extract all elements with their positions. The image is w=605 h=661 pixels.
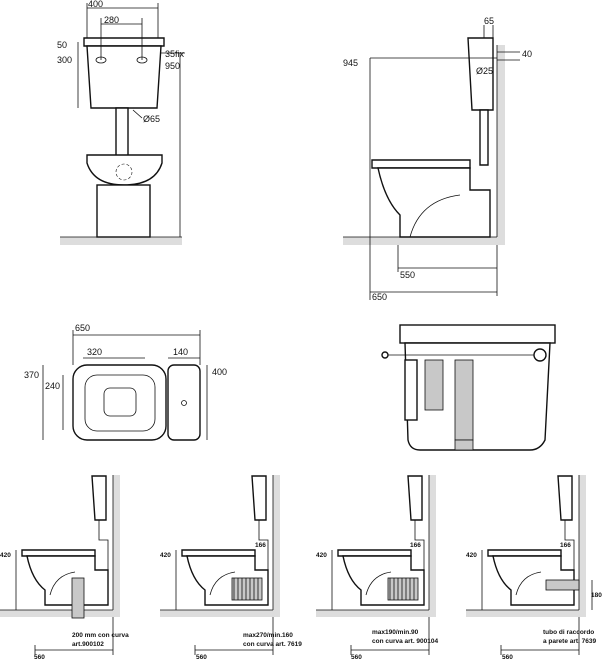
install-2-depth: 560 — [196, 654, 207, 661]
install-3-depth: 560 — [351, 654, 362, 661]
floor — [60, 237, 182, 245]
dim-hole-spacing: 280 — [104, 15, 119, 25]
install-variant-4 — [466, 475, 593, 655]
install-4-pipe: 166 — [560, 542, 571, 549]
top-view: 650 320 140 370 240 400 — [24, 323, 227, 441]
install-variant-1 — [0, 475, 120, 655]
dim-outlet: Ø65 — [143, 114, 160, 124]
side-view: 65 40 Ø25 945 550 650 — [343, 16, 532, 302]
dim-depth-total: 650 — [372, 292, 387, 302]
dim-height: 950 — [165, 61, 180, 71]
install-2-pipe: 166 — [255, 542, 266, 549]
install-3-height: 420 — [316, 552, 327, 559]
flush-valve — [454, 359, 474, 441]
wall — [497, 45, 505, 245]
cistern — [86, 45, 162, 109]
tank-top — [167, 364, 201, 441]
cistern-section — [381, 324, 556, 451]
bowl — [86, 154, 163, 186]
flush-pipe — [115, 107, 129, 159]
install-4-height: 420 — [466, 552, 477, 559]
dim-depth-left: 370 — [24, 370, 39, 380]
install-2-note2: con curva art. 7619 — [243, 641, 302, 648]
front-view: 400 280 50 300 35fix 950 Ø65 — [57, 0, 185, 245]
dim-seat: 240 — [45, 381, 60, 391]
cistern — [91, 475, 107, 521]
bellows-pipe — [387, 577, 419, 601]
wall — [113, 475, 120, 617]
install-1-depth: 560 — [34, 654, 45, 661]
install-1-note2: art.900102 — [72, 641, 104, 648]
dim-depth-bowl: 550 — [400, 270, 415, 280]
install-1-note1: 200 mm con curva — [72, 632, 129, 639]
dim-depth-right: 400 — [212, 367, 227, 377]
install-1-height: 420 — [0, 552, 11, 559]
install-3-note1: max190/min.90 — [372, 629, 419, 636]
wall-connector — [545, 579, 580, 591]
install-3-note2: con curva art. 900104 — [372, 638, 439, 645]
cistern-lid — [83, 37, 165, 47]
install-variant-3 — [316, 475, 436, 655]
dim-width: 400 — [88, 0, 103, 9]
pedestal — [96, 184, 151, 238]
dim-length: 650 — [75, 323, 90, 333]
dim-height-side: 945 — [343, 58, 358, 68]
dim-lid: 50 — [57, 40, 67, 50]
install-4-note2: a parete art. 7639 — [543, 638, 597, 645]
dim-bowl-width: 320 — [87, 347, 102, 357]
cistern — [407, 475, 423, 521]
dim-inlet: Ø25 — [476, 66, 493, 76]
seat-side — [371, 159, 471, 169]
wall — [429, 475, 436, 617]
install-4-depth: 560 — [502, 654, 513, 661]
dim-fix: 35fix — [165, 49, 185, 59]
bowl — [492, 555, 575, 606]
dim-tank-depth: 65 — [484, 16, 494, 26]
bowl — [26, 555, 109, 606]
dim-tank-height: 300 — [57, 55, 72, 65]
install-labels: 420 200 mm con curva art.900102 560 420 … — [0, 542, 602, 661]
section-lid — [399, 324, 556, 344]
dim-top-offset: 40 — [522, 49, 532, 59]
dim-tank-depth-top: 140 — [173, 347, 188, 357]
cistern — [251, 475, 267, 521]
bowl-side — [377, 167, 491, 238]
cistern-side — [467, 37, 494, 111]
cistern — [557, 475, 573, 521]
install-2-note1: max270/min.160 — [243, 632, 293, 639]
install-4-outlet-height: 180 — [591, 592, 602, 599]
install-2-height: 420 — [160, 552, 171, 559]
bellows-pipe — [231, 577, 263, 601]
install-4-note1: tubo di raccordo — [543, 629, 594, 636]
install-3-pipe: 166 — [410, 542, 421, 549]
bowl-top — [72, 364, 167, 441]
wall — [273, 475, 280, 617]
wall — [579, 475, 586, 617]
install-variant-2 — [160, 475, 280, 655]
